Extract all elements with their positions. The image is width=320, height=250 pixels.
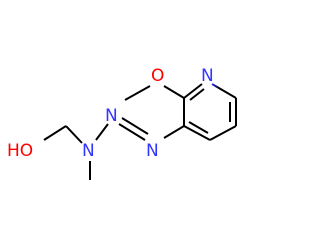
bond-c3-azo-n1: [163, 125, 185, 139]
chemical-structure: N O N N N HO: [7, 66, 237, 180]
amine-nitrogen-label: N: [82, 141, 95, 161]
methoxy-group: O: [124, 66, 185, 101]
azo-nitrogen-2-label: N: [105, 106, 118, 126]
azo-nitrogen-1-label: N: [146, 141, 159, 161]
bond-c2-n1-inner: [189, 88, 205, 101]
bond-c4-c3: [183, 125, 211, 141]
methoxy-oxygen-label: O: [151, 66, 164, 86]
bond-c2-n1: [183, 83, 203, 99]
pyridine-ring: N: [183, 66, 237, 141]
bond-azo-n2-n3: [95, 123, 109, 141]
bond-c4-c3-inner: [188, 121, 209, 134]
bond-azo-n1-n2-a: [121, 117, 149, 135]
bond-c5-c4: [209, 125, 237, 141]
bond-azo-n1-n2-b: [118, 123, 146, 141]
bond-n-ch2: [65, 125, 83, 144]
substituents: HO: [7, 125, 91, 180]
bond-c2-o: [163, 85, 185, 99]
bond-o-ch3: [124, 85, 151, 101]
hydroxyl-label: HO: [7, 141, 33, 161]
bond-ch2-oh: [43, 125, 67, 141]
bond-n1-c6: [211, 83, 237, 99]
triazene-chain: N N N: [82, 106, 185, 161]
pyridine-nitrogen-label: N: [201, 66, 214, 86]
